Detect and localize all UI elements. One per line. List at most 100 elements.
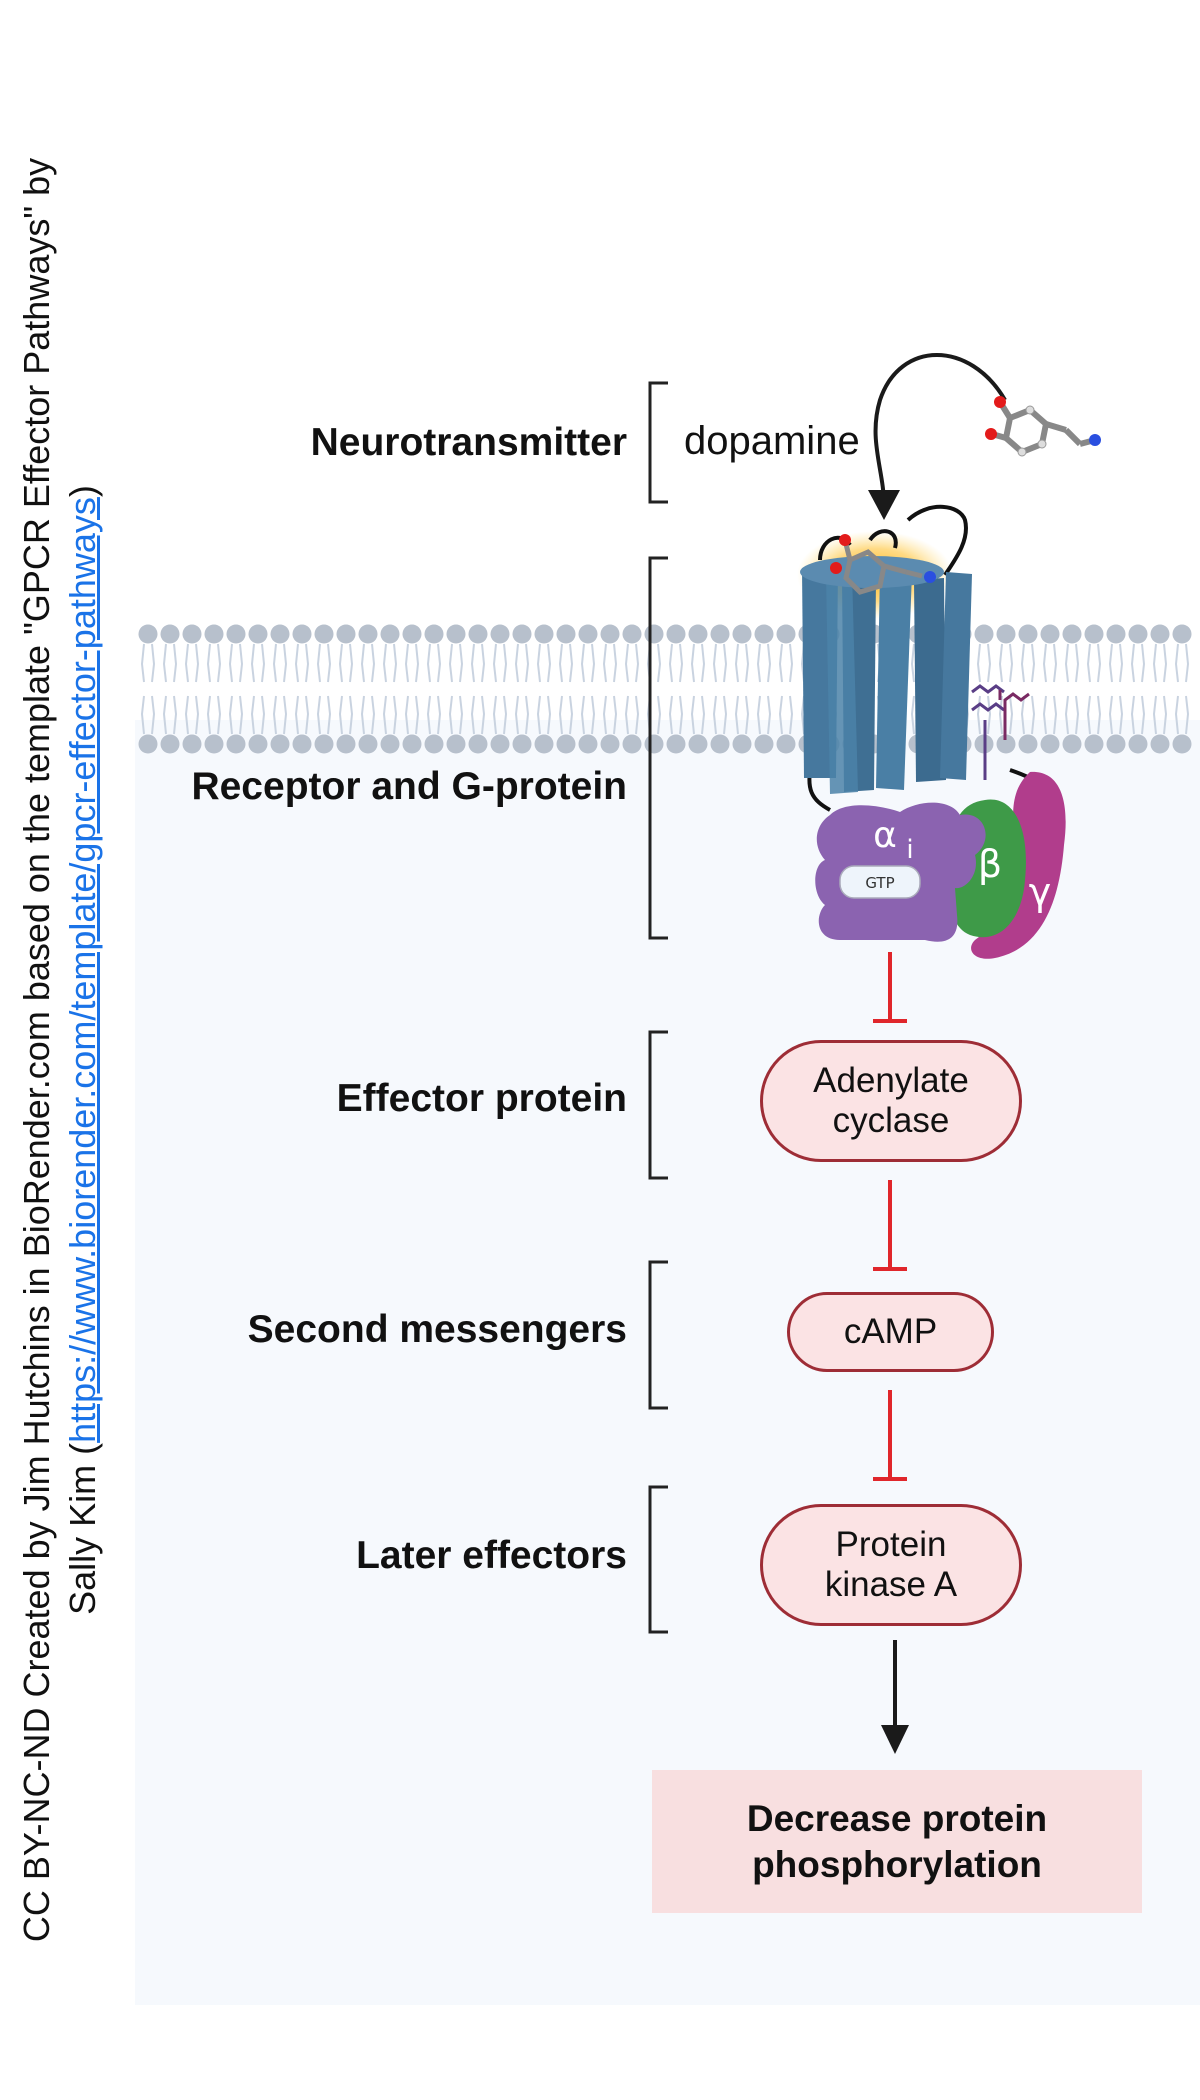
- lipid-head-inner: [138, 734, 158, 754]
- lipid-head-inner: [226, 734, 246, 754]
- protein-kinase-a-node: Protein kinase A: [760, 1504, 1022, 1626]
- lipid-head-inner: [1084, 734, 1104, 754]
- lipid-head-outer: [314, 624, 334, 644]
- lipid-head-outer: [1018, 624, 1038, 644]
- lipid-tails: [536, 643, 552, 735]
- lipid-tails: [404, 643, 420, 735]
- dopamine-label: dopamine: [684, 419, 860, 463]
- bracket-second-messengers: [648, 1260, 668, 1410]
- cell-membrane: [138, 624, 1192, 754]
- lipid-head-outer: [974, 624, 994, 644]
- lipid-tails: [558, 643, 574, 735]
- lipid-tails: [514, 643, 530, 735]
- stage-label-receptor: Receptor and G-protein: [191, 765, 627, 808]
- lipid-head-outer: [534, 624, 554, 644]
- lipid-tails: [272, 643, 288, 735]
- outcome-label: Decrease protein phosphorylation: [746, 1797, 1048, 1885]
- lipid-head-outer: [644, 624, 664, 644]
- lipid-head-outer: [292, 624, 312, 644]
- lipid-head-outer: [248, 624, 268, 644]
- lipid-tails: [1152, 643, 1168, 735]
- lipid-head-inner: [490, 734, 510, 754]
- dopamine-arrowhead: [868, 490, 900, 520]
- lipid-tails: [228, 643, 244, 735]
- lipid-head-outer: [380, 624, 400, 644]
- lipid-tails: [1174, 643, 1190, 735]
- lipid-head-outer: [226, 624, 246, 644]
- lipid-tails: [338, 643, 354, 735]
- lipid-head-inner: [270, 734, 290, 754]
- dopamine-binding-arrow: [873, 353, 1007, 506]
- lipid-head-inner: [996, 734, 1016, 754]
- lipid-head-outer: [1084, 624, 1104, 644]
- lipid-head-inner: [578, 734, 598, 754]
- lipid-head-outer: [446, 624, 466, 644]
- camp-label: cAMP: [843, 1312, 938, 1351]
- stage-label-second-messengers: Second messengers: [247, 1308, 627, 1351]
- lipid-tails: [206, 643, 222, 735]
- lipid-head-outer: [270, 624, 290, 644]
- lipid-head-outer: [512, 624, 532, 644]
- lipid-tails: [294, 643, 310, 735]
- lipid-tails: [382, 643, 398, 735]
- lipid-tails: [426, 643, 442, 735]
- stage-brackets: [648, 381, 668, 1634]
- lipid-head-inner: [556, 734, 576, 754]
- lipid-head-inner: [402, 734, 422, 754]
- lipid-head-inner: [666, 734, 686, 754]
- lipid-head-outer: [182, 624, 202, 644]
- lipid-head-outer: [578, 624, 598, 644]
- lipid-tails: [646, 643, 662, 735]
- lipid-head-inner: [622, 734, 642, 754]
- camp-node: cAMP: [787, 1292, 994, 1372]
- gamma-label: γ: [1029, 870, 1052, 914]
- lipid-tails: [250, 643, 266, 735]
- lipid-head-inner: [600, 734, 620, 754]
- lipid-head-outer: [996, 624, 1016, 644]
- alpha-subscript: i: [906, 835, 913, 865]
- lipid-tails: [668, 643, 684, 735]
- lipid-head-outer: [754, 624, 774, 644]
- lipid-head-outer: [732, 624, 752, 644]
- bracket-neurotransmitter: [648, 381, 668, 504]
- lipid-tails: [1130, 643, 1146, 735]
- lipid-head-inner: [732, 734, 752, 754]
- lipid-head-inner: [358, 734, 378, 754]
- lipid-head-inner: [1172, 734, 1192, 754]
- stage-label-effector: Effector protein: [336, 1077, 627, 1120]
- gtp-label: GTP: [865, 874, 894, 892]
- lipid-head-inner: [204, 734, 224, 754]
- beta-label: β: [978, 842, 1002, 886]
- lipid-tails: [470, 643, 486, 735]
- lipid-head-outer: [710, 624, 730, 644]
- lipid-head-outer: [1062, 624, 1082, 644]
- lipid-tails: [976, 643, 992, 735]
- lipid-tails: [602, 643, 618, 735]
- lipid-head-inner: [248, 734, 268, 754]
- lipid-tails: [162, 643, 178, 735]
- lipid-tails: [712, 643, 728, 735]
- lipid-head-outer: [336, 624, 356, 644]
- lipid-head-inner: [160, 734, 180, 754]
- lipid-tails: [580, 643, 596, 735]
- lipid-tails: [1020, 643, 1036, 735]
- lipid-tails: [778, 643, 794, 735]
- lipid-head-outer: [622, 624, 642, 644]
- lipid-head-inner: [776, 734, 796, 754]
- lipid-head-inner: [446, 734, 466, 754]
- lipid-tails: [1108, 643, 1124, 735]
- lipid-head-outer: [204, 624, 224, 644]
- lipid-head-inner: [710, 734, 730, 754]
- lipid-head-outer: [666, 624, 686, 644]
- lipid-tails: [360, 643, 376, 735]
- adenylate-cyclase-node: Adenylate cyclase: [760, 1040, 1022, 1162]
- lipid-head-outer: [160, 624, 180, 644]
- lipid-tails: [1086, 643, 1102, 735]
- lipid-head-inner: [1150, 734, 1170, 754]
- gpcr-receptor: [797, 504, 1063, 816]
- lipid-tails: [624, 643, 640, 735]
- lipid-head-outer: [358, 624, 378, 644]
- g-protein-heterotrimer: [815, 771, 1066, 959]
- lipid-head-inner: [754, 734, 774, 754]
